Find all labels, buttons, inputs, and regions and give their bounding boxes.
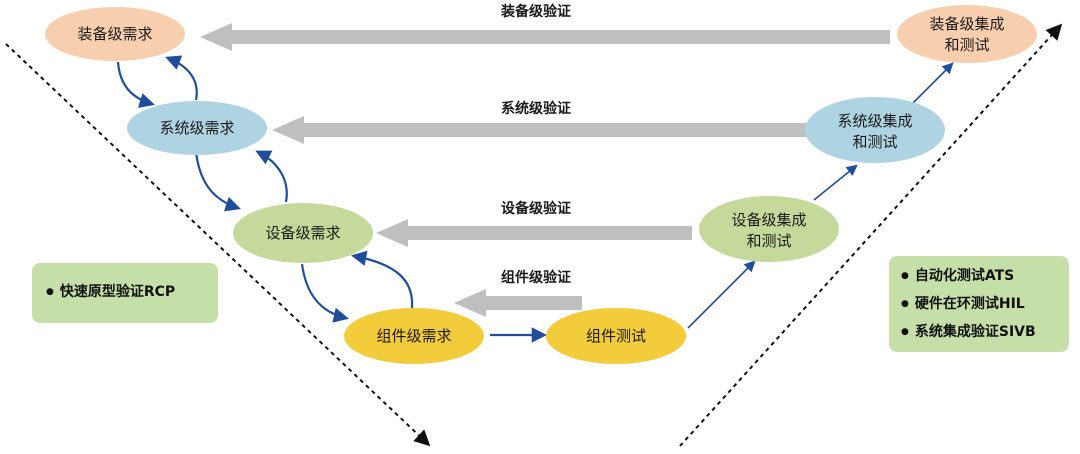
svg-text:系统级需求: 系统级需求: [159, 119, 234, 137]
dev-verification-label: 设备级验证: [501, 200, 571, 217]
svg-text:设备级需求: 设备级需求: [265, 224, 340, 242]
sys-to-equip-arrow: [165, 55, 198, 101]
dev-to-comp-arrow: [300, 263, 350, 323]
node-sys-int: 系统级集成 和测试: [805, 97, 945, 163]
node-comp-test: 组件测试: [546, 308, 686, 364]
svg-text:系统级集成: 系统级集成: [837, 112, 912, 130]
svg-text:设备级集成: 设备级集成: [731, 211, 806, 229]
svg-text:装备级集成: 装备级集成: [929, 15, 1004, 33]
callout-item: 系统集成验证SIVB: [901, 319, 1069, 347]
svg-text:组件级需求: 组件级需求: [376, 327, 451, 345]
sys-verification-label: 系统级验证: [501, 100, 571, 117]
equip-verification-arrow: [200, 23, 890, 51]
svg-text:和测试: 和测试: [852, 133, 897, 151]
node-comp-req: 组件级需求: [344, 308, 484, 364]
comp-verification-label: 组件级验证: [501, 269, 571, 286]
node-equip-int: 装备级集成 和测试: [897, 5, 1037, 63]
sys-int-to-equip-int-arrow: [911, 62, 954, 105]
left-dotted-guide: [5, 43, 431, 447]
right-dotted-guide: [679, 23, 1063, 447]
svg-text:和测试: 和测试: [944, 36, 989, 54]
callout-item: 硬件在环测试HIL: [901, 291, 1069, 319]
equip-to-sys-arrow: [116, 61, 155, 108]
node-equip-req: 装备级需求: [45, 7, 185, 61]
dev-int-to-sys-int-arrow: [813, 164, 858, 201]
svg-text:组件测试: 组件测试: [586, 327, 646, 345]
node-dev-int: 设备级集成 和测试: [699, 196, 839, 262]
callout-test-methods: 自动化测试ATS 硬件在环测试HIL 系统集成验证SIVB: [889, 256, 1069, 352]
sys-verification-arrow: [272, 116, 810, 144]
comp-to-dev-arrow: [350, 250, 414, 309]
comp-verification-arrow: [454, 289, 582, 317]
dev-to-sys-arrow: [255, 150, 288, 203]
dev-verification-arrow: [376, 219, 692, 247]
callout-rapid-prototyping: 快速原型验证RCP: [32, 263, 218, 323]
svg-text:装备级需求: 装备级需求: [77, 25, 152, 43]
svg-text:和测试: 和测试: [746, 232, 791, 250]
callout-item: 快速原型验证RCP: [46, 279, 218, 307]
equip-verification-label: 装备级验证: [500, 3, 571, 20]
node-dev-req: 设备级需求: [233, 203, 373, 263]
comp-test-to-dev-int-arrow: [687, 260, 756, 329]
callout-item: 自动化测试ATS: [901, 263, 1069, 291]
sys-to-dev-arrow: [194, 151, 241, 212]
node-sys-req: 系统级需求: [127, 101, 267, 155]
